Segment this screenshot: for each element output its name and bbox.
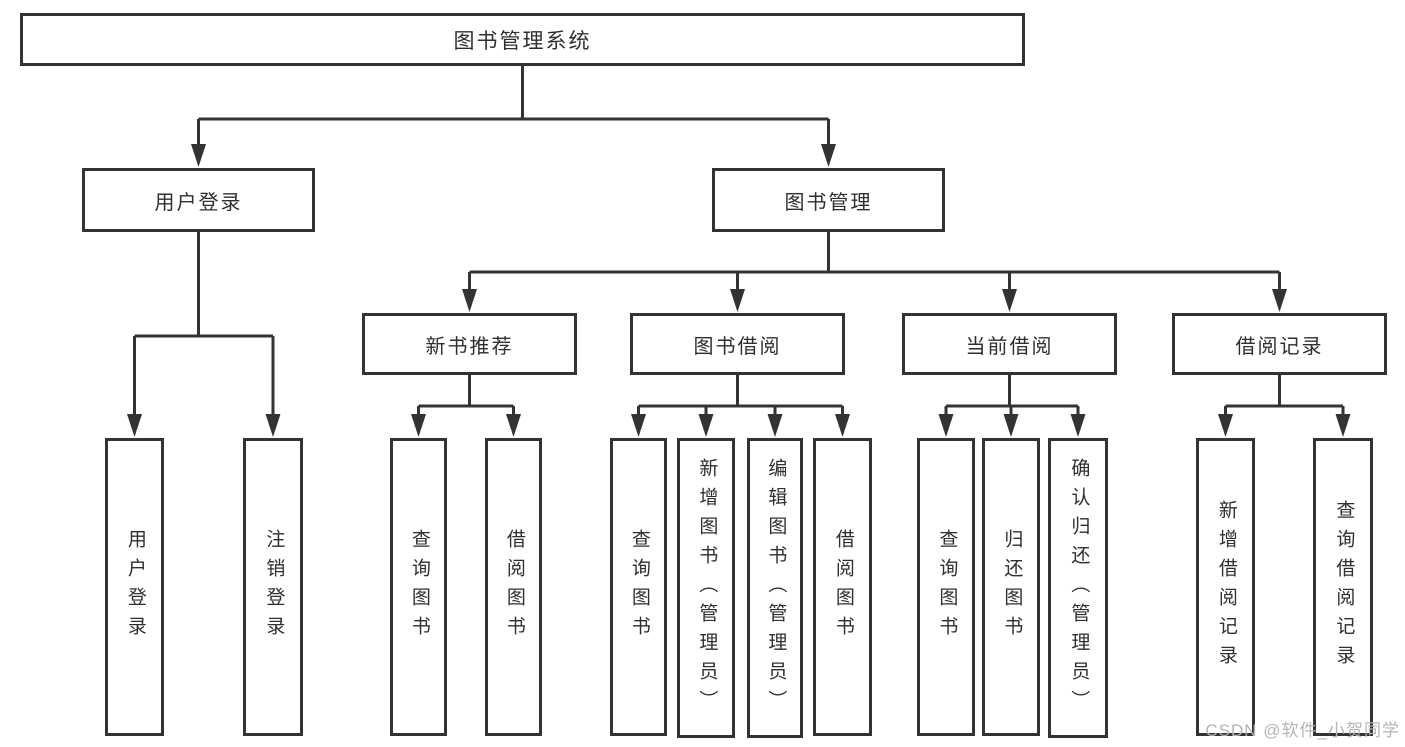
node-user-login: 用户登录 bbox=[82, 168, 315, 232]
node-borrow-records-label: 借阅记录 bbox=[1235, 335, 1324, 358]
leaf-recommend-borrow-books: 借阅图书 bbox=[485, 438, 542, 736]
leaf-records-add-record-label: 新增借阅记录 bbox=[1215, 500, 1237, 674]
leaf-records-add-record: 新增借阅记录 bbox=[1196, 438, 1255, 736]
node-borrow-records: 借阅记录 bbox=[1172, 313, 1387, 375]
node-book-management: 图书管理 bbox=[712, 168, 945, 232]
leaf-borrow-edit-books-admin: 编辑图书（管理员） bbox=[747, 438, 803, 738]
leaf-current-query-books: 查询图书 bbox=[917, 438, 975, 736]
leaf-recommend-borrow-books-label: 借阅图书 bbox=[503, 529, 525, 645]
node-book-borrow-label: 图书借阅 bbox=[693, 335, 782, 358]
leaf-current-confirm-return-admin: 确认归还（管理员） bbox=[1048, 438, 1108, 738]
node-root-label: 图书管理系统 bbox=[453, 29, 592, 53]
leaf-recommend-query-books-label: 查询图书 bbox=[408, 529, 430, 645]
node-new-book-recommend-label: 新书推荐 bbox=[425, 335, 514, 358]
leaf-current-confirm-return-admin-label: 确认归还（管理员） bbox=[1068, 457, 1090, 719]
leaf-user-login: 用户登录 bbox=[105, 438, 164, 736]
leaf-current-query-books-label: 查询图书 bbox=[936, 529, 958, 645]
node-root: 图书管理系统 bbox=[20, 13, 1025, 66]
leaf-borrow-query-books: 查询图书 bbox=[610, 438, 667, 736]
leaf-borrow-edit-books-admin-label: 编辑图书（管理员） bbox=[765, 457, 787, 719]
leaf-records-query-record-label: 查询借阅记录 bbox=[1333, 500, 1355, 674]
node-current-borrow-label: 当前借阅 bbox=[965, 335, 1054, 358]
leaf-logout-label: 注销登录 bbox=[263, 529, 285, 645]
leaf-current-return-books: 归还图书 bbox=[982, 438, 1040, 736]
watermark: CSDN @软件_小贺同学 bbox=[1205, 721, 1400, 740]
leaf-borrow-borrow-books-label: 借阅图书 bbox=[832, 529, 854, 645]
node-user-login-label: 用户登录 bbox=[154, 191, 243, 214]
leaf-borrow-add-books-admin: 新增图书（管理员） bbox=[677, 438, 735, 738]
leaf-borrow-query-books-label: 查询图书 bbox=[628, 529, 650, 645]
node-book-management-label: 图书管理 bbox=[784, 191, 873, 214]
leaf-records-query-record: 查询借阅记录 bbox=[1313, 438, 1373, 736]
leaf-borrow-add-books-admin-label: 新增图书（管理员） bbox=[696, 457, 718, 719]
node-current-borrow: 当前借阅 bbox=[902, 313, 1117, 375]
node-book-borrow: 图书借阅 bbox=[630, 313, 845, 375]
leaf-current-return-books-label: 归还图书 bbox=[1001, 529, 1023, 645]
leaf-borrow-borrow-books: 借阅图书 bbox=[813, 438, 872, 736]
leaf-logout: 注销登录 bbox=[243, 438, 303, 736]
node-new-book-recommend: 新书推荐 bbox=[362, 313, 577, 375]
leaf-user-login-label: 用户登录 bbox=[124, 529, 146, 645]
leaf-recommend-query-books: 查询图书 bbox=[390, 438, 447, 736]
